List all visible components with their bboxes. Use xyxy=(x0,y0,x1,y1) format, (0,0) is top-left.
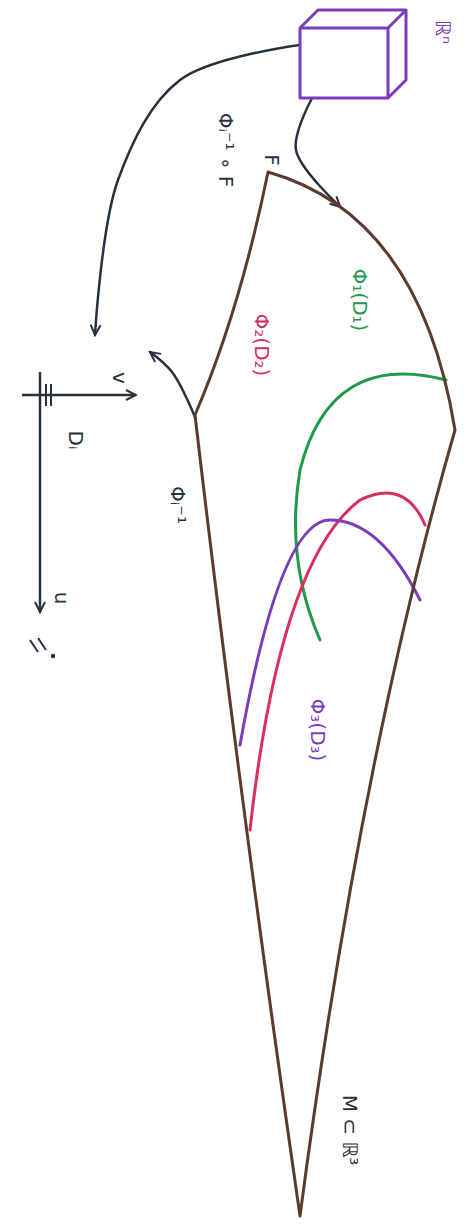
chart-image-label: Φ₂(D₂) xyxy=(251,314,273,377)
domain-label: Dᵢ xyxy=(65,431,87,450)
space-label: ℝⁿ xyxy=(432,20,454,44)
chart-image-curve xyxy=(296,374,447,640)
node-outline xyxy=(190,168,462,1222)
axis-tick xyxy=(45,384,47,406)
mapping-arrow xyxy=(296,98,341,207)
u-axis xyxy=(39,372,42,612)
chart-image-curve xyxy=(240,520,420,745)
edge-label: Φᵢ⁻¹ ∘ F xyxy=(214,110,238,191)
node-outline xyxy=(292,4,416,102)
chart-image-label: Φ₁(D₁) xyxy=(349,269,371,332)
edge-label: Φᵢ⁻¹ xyxy=(166,483,190,527)
axis-label: u xyxy=(51,592,73,605)
manifold-label: M ⊂ ℝ³ xyxy=(339,1095,361,1166)
axis-tick xyxy=(50,384,52,406)
hand-mark xyxy=(51,654,55,658)
axis-label: v xyxy=(109,372,131,384)
mapping-arrow xyxy=(150,352,195,418)
chart-image-curve xyxy=(250,493,425,830)
manifold-surface: M ⊂ ℝ³ xyxy=(190,168,462,1222)
node-outline-path xyxy=(195,172,455,1216)
hand-mark xyxy=(38,638,46,650)
domain-cube: ℝⁿ xyxy=(292,4,416,102)
mapping-arrow xyxy=(95,45,300,335)
hand-mark xyxy=(30,640,38,652)
node-outline-path xyxy=(300,10,406,98)
edge-label: F xyxy=(260,151,284,169)
chart-image-label: Φ₃(D₃) xyxy=(307,699,329,762)
